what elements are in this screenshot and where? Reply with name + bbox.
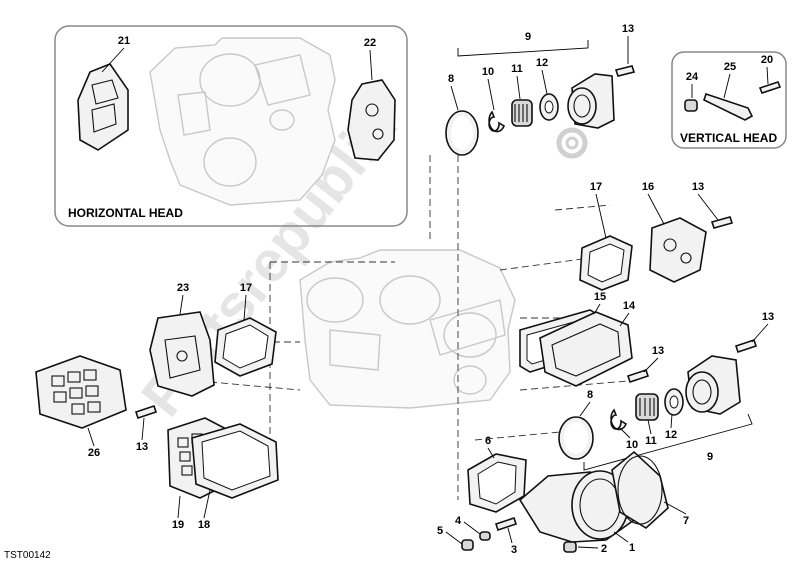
callout-6: 6 [485, 435, 491, 447]
reed-block-group: 15 14 [519, 291, 636, 387]
callout-24: 24 [686, 71, 699, 83]
lower-intake-assembly: 13 13 8 10 11 12 9 6 7 [437, 311, 774, 556]
callout-16: 16 [642, 181, 654, 193]
reed-cage-grid [51, 369, 101, 415]
top-intake-assembly: 9 8 10 11 12 13 [445, 23, 636, 156]
horizontal-head-label: HORIZONTAL HEAD [68, 206, 183, 220]
callout-22: 22 [364, 37, 376, 49]
part-4-washer [479, 531, 491, 541]
callout-5: 5 [437, 525, 443, 537]
callout-2: 2 [601, 543, 607, 555]
part-25-bracket [703, 92, 754, 121]
part-22-cover-plate [347, 79, 396, 161]
callout-10-top: 10 [482, 66, 494, 78]
part-13-screw-top [614, 65, 636, 77]
callout-26: 26 [88, 447, 100, 459]
part-11-bearing-low [635, 393, 659, 421]
callout-18: 18 [198, 519, 210, 531]
part-10-circlip-low [610, 408, 628, 431]
callout-11-low: 11 [645, 435, 657, 447]
callout-9-top: 9 [525, 31, 531, 43]
callout-13-mid: 13 [692, 181, 704, 193]
callout-4: 4 [455, 515, 462, 527]
part-5-nut [461, 539, 474, 551]
horizontal-head-inset: 21 22 HORIZONTAL HEAD [54, 25, 408, 227]
callout-13-far: 13 [762, 311, 774, 323]
part-13-screw-left [134, 404, 158, 420]
part-3-stud [494, 516, 518, 532]
callout-23: 23 [177, 282, 189, 294]
part-13-screw-far [734, 338, 758, 354]
callout-17-left: 17 [240, 282, 252, 294]
callout-8-low: 8 [587, 389, 593, 401]
left-reed-group: 23 17 [149, 282, 277, 397]
vertical-head-inset: 24 25 20 VERTICAL HEAD [671, 51, 787, 149]
callout-17-right: 17 [590, 181, 602, 193]
callout-3: 3 [511, 544, 517, 556]
callout-13-top: 13 [622, 23, 634, 35]
part-2-nut [563, 541, 577, 553]
part-14-reed-block [539, 311, 633, 387]
callout-13-left: 13 [136, 441, 148, 453]
callout-19: 19 [172, 519, 184, 531]
callout-13-lower: 13 [652, 345, 664, 357]
part-13-screw-lower [626, 368, 650, 384]
central-cylinder-head-ghost [299, 249, 516, 409]
callout-15: 15 [594, 291, 606, 303]
part-26-reed-cage [35, 355, 127, 429]
right-reed-group: 17 16 13 [579, 181, 734, 291]
part-13-screw-mid [710, 216, 734, 229]
callout-10-low: 10 [626, 439, 638, 451]
callout-12-low: 12 [665, 429, 677, 441]
callout-11-top: 11 [511, 63, 523, 75]
part-23-bracket-plate [149, 311, 215, 397]
lower-left-group: 26 13 19 18 [35, 355, 279, 531]
part-20-screw [758, 81, 782, 94]
part-24-nut [684, 99, 698, 112]
callout-7: 7 [683, 515, 689, 527]
callout-21: 21 [118, 35, 130, 47]
callout-9-low: 9 [707, 451, 713, 463]
gear-watermark-icon [556, 127, 588, 159]
part-16-reed-plate [649, 217, 707, 283]
callout-1: 1 [629, 542, 635, 554]
part-10-circlip-top [488, 110, 506, 133]
part-7-hose-clamp [611, 450, 669, 529]
vertical-head-label: VERTICAL HEAD [680, 131, 777, 145]
drawing-code: TST00142 [4, 550, 51, 561]
callout-20: 20 [761, 54, 773, 66]
callout-12-top: 12 [536, 57, 548, 69]
callout-14: 14 [623, 300, 636, 312]
callout-25: 25 [724, 61, 736, 73]
callout-8-top: 8 [448, 73, 454, 85]
